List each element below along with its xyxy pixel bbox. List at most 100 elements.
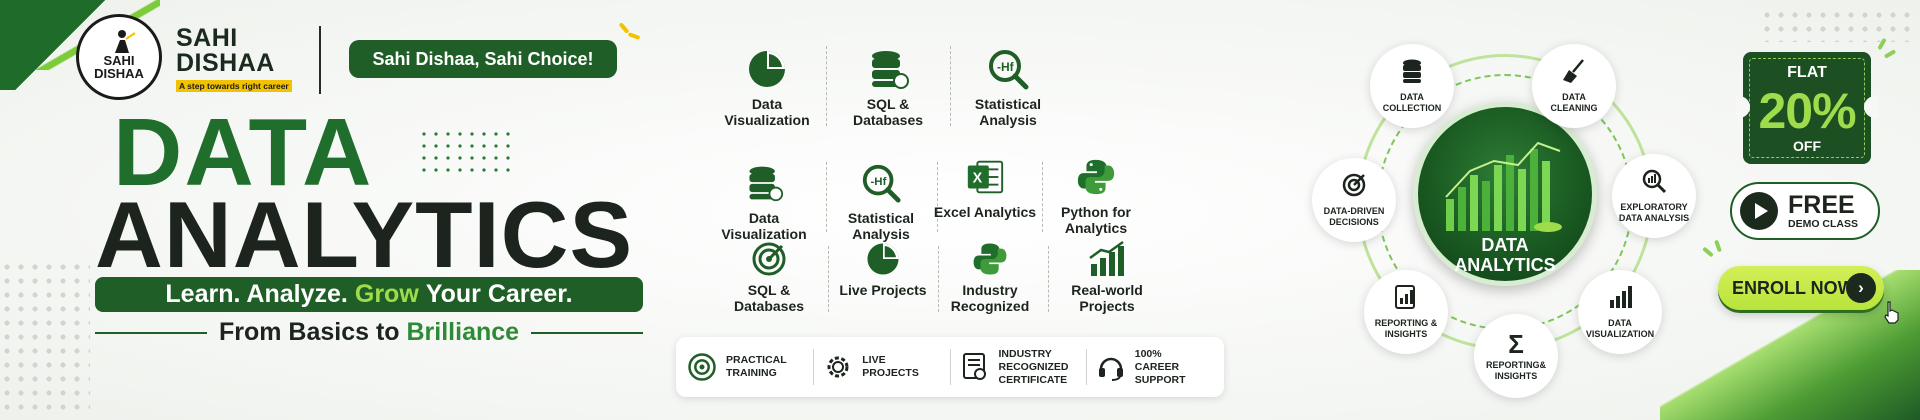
target-icon (1341, 172, 1367, 203)
magnifier-chart-icon (1641, 168, 1667, 199)
free-demo-button[interactable]: FREE DEMO CLASS (1730, 182, 1880, 240)
benefit-label: INDUSTRY RECOGNIZED CERTIFICATE (998, 347, 1069, 386)
dot-pattern-left (0, 260, 90, 410)
brand-logo: SAHI DISHAA (76, 14, 162, 100)
broom-icon (1561, 58, 1587, 89)
learn-text-2: Your Career. (425, 280, 573, 308)
chevron-right-icon: › (1846, 273, 1876, 303)
spark-icon (1702, 246, 1714, 258)
discount-flat-label: FLAT (1787, 64, 1827, 81)
feature-item: Data Visualization (709, 160, 819, 242)
benefit-item: INDUSTRY RECOGNIZED CERTIFICATE (959, 348, 1078, 387)
cycle-node: DATA-DRIVEN DECISIONS (1312, 158, 1396, 242)
cycle-node: DATA COLLECTION (1370, 44, 1454, 128)
brand-tagline: A step towards right career (176, 80, 292, 92)
ticket-notch (1736, 96, 1750, 118)
basics-text-highlight: Brilliance (406, 318, 520, 346)
feature-item: Live Projects (828, 240, 938, 298)
benefit-item: LIVE PROJECTS (822, 351, 941, 383)
bar-growth-icon (1084, 240, 1130, 278)
feature-separator (1048, 246, 1049, 312)
choice-pill: Sahi Dishaa, Sahi Choice! (349, 40, 617, 78)
cycle-node-label: REPORTING& INSIGHTS (1485, 359, 1546, 381)
feature-label: SQL & Databases (733, 282, 805, 314)
feature-label: Data Visualization (721, 210, 807, 242)
cycle-node-label: DATA COLLECTION (1382, 92, 1442, 113)
cycle-node: DATA VISUALIZATION (1578, 270, 1662, 354)
spark-icon (1714, 239, 1722, 253)
feature-label: Live Projects (839, 282, 927, 298)
basics-text-main: From Basics to (218, 318, 400, 346)
basics-text: From Basics to Brilliance (219, 318, 519, 347)
dot-pattern-title (418, 128, 514, 178)
ticket-notch (1864, 96, 1878, 118)
svg-text:-Hf: -Hf (871, 176, 887, 188)
feature-item: Python for Analytics (1041, 154, 1151, 236)
feature-item: X Excel Analytics (930, 154, 1040, 220)
benefit-label: LIVE PROJECTS (862, 354, 919, 379)
pie-chart-icon (860, 240, 906, 278)
cycle-node: REPORTING & INSIGHTS (1364, 270, 1448, 354)
hero-title-line2: ANALYTICS (95, 182, 634, 287)
cycle-node-label: REPORTING & INSIGHTS (1374, 318, 1438, 339)
feature-separator (950, 46, 951, 126)
benefit-label: PRACTICAL TRAINING (726, 354, 787, 379)
benefit-separator (1085, 349, 1087, 385)
magnifier-hf-icon: -Hf (858, 160, 904, 206)
learn-text-grow: Grow (354, 280, 419, 308)
divider-line (95, 331, 207, 334)
report-icon (1393, 284, 1419, 315)
python-icon (967, 240, 1013, 278)
bar-chart-graphic (1445, 141, 1562, 232)
discount-off-label: OFF (1793, 138, 1821, 154)
cycle-node-label: DATA CLEANING (1550, 92, 1598, 113)
feature-item: -Hf Statistical Analysis (826, 160, 936, 242)
certificate-icon (959, 351, 991, 383)
brand-name-line2: DISHAA (176, 49, 275, 77)
feature-separator (937, 162, 938, 232)
cycle-node-label: DATA-DRIVEN DECISIONS (1323, 206, 1385, 227)
database-icon (741, 160, 787, 206)
cycle-node-label: DATA VISUALIZATION (1585, 318, 1655, 339)
excel-icon: X (962, 154, 1008, 200)
benefit-separator (949, 349, 951, 385)
feature-label: Excel Analytics (933, 204, 1037, 220)
cycle-node: EXPLORATORY DATA ANALYSIS (1612, 154, 1696, 238)
sigma-icon: Σ (1508, 328, 1524, 359)
learn-pill: Learn. Analyze. Grow Your Career. (95, 277, 643, 312)
gear-icon (822, 351, 854, 383)
hero-title-line1: DATA (113, 99, 374, 206)
cycle-center-title: DATA (1481, 235, 1529, 255)
feature-item: -Hf Statistical Analysis (953, 46, 1063, 128)
feature-label: SQL & Databases (852, 96, 924, 128)
feature-item: SQL & Databases (714, 240, 824, 314)
target-icon (686, 351, 718, 383)
graduate-figure-icon (115, 30, 136, 53)
basics-line: From Basics to Brilliance (95, 318, 643, 347)
benefit-item: PRACTICAL TRAINING (686, 351, 805, 383)
headset-icon (1095, 351, 1127, 383)
demo-subtitle: DEMO CLASS (1788, 217, 1859, 230)
feature-label: Statistical Analysis (847, 210, 915, 242)
python-icon (1073, 154, 1119, 200)
spark-icon (627, 32, 641, 40)
feature-label: Real-world Projects (1071, 282, 1143, 314)
benefit-label: 100% CAREER SUPPORT (1134, 347, 1186, 386)
discount-badge: FLAT 20% OFF (1736, 52, 1878, 164)
demo-title: FREE (1788, 190, 1855, 219)
feature-item: Real-world Projects (1052, 240, 1162, 314)
spark-icon (1883, 49, 1897, 59)
svg-text:X: X (973, 171, 983, 187)
hand-cursor-icon (1884, 301, 1899, 324)
feature-item: Data Visualization (712, 46, 822, 128)
database-icon (1399, 58, 1425, 89)
feature-separator (826, 162, 827, 232)
target-icon (746, 240, 792, 278)
brand-name-line1: SAHI (176, 24, 238, 52)
enroll-now-button[interactable]: ENROLL NOW › (1718, 266, 1884, 310)
learn-text-1: Learn. Analyze. (165, 280, 348, 308)
svg-text:-Hf: -Hf (997, 60, 1015, 74)
brand-divider (319, 26, 321, 94)
cycle-node: DATA CLEANING (1532, 44, 1616, 128)
